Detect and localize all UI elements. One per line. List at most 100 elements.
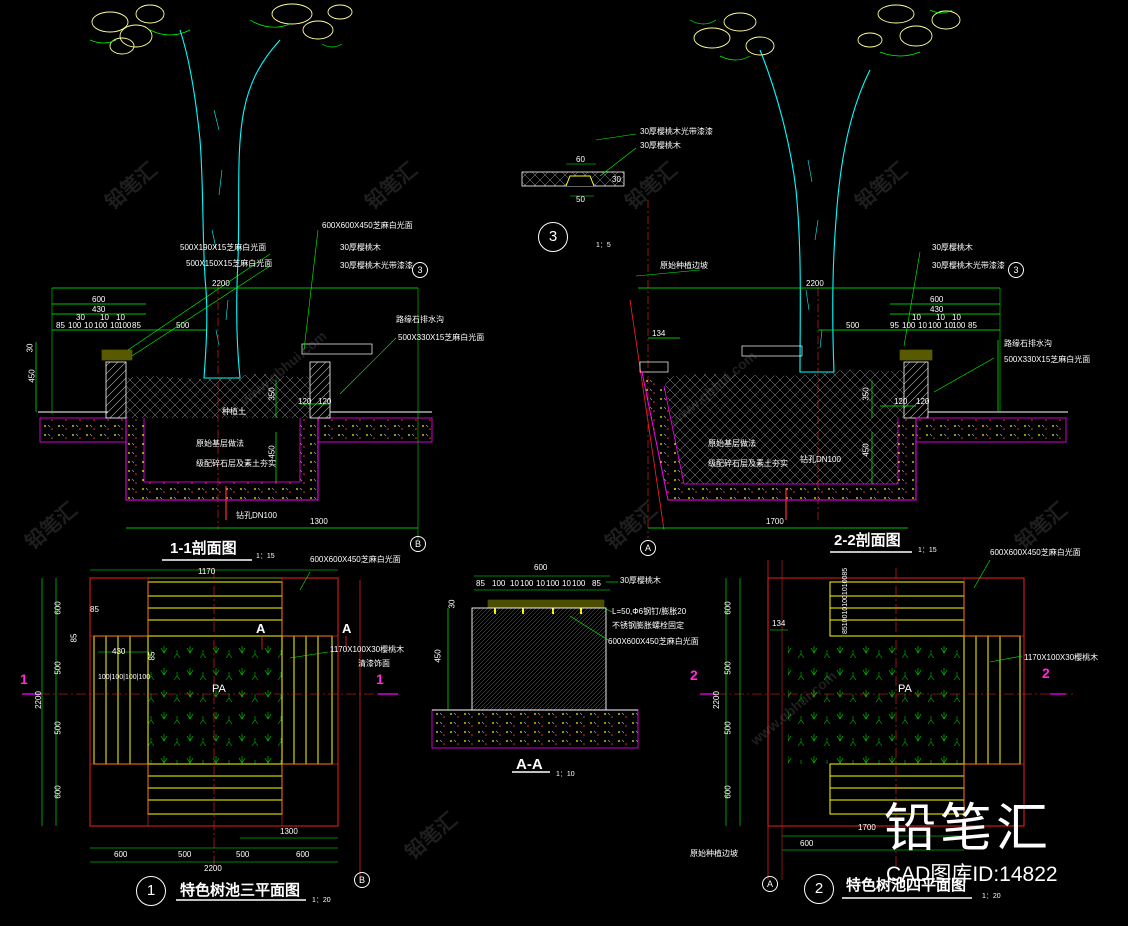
dim-row-1: 100 (68, 321, 82, 330)
brand-id: CAD图库ID:14822 (886, 863, 1058, 886)
dim-120: 120 (894, 397, 908, 406)
plan2-number: 2 (804, 874, 834, 904)
annotation-timber: 30厚樱桃木 (340, 243, 381, 252)
dim-row-2: 10 (84, 321, 93, 330)
dim-row-6: 85 (132, 321, 141, 330)
plan1-dim-bottom-total: 2200 (204, 864, 222, 873)
callout-marker: 3 (1008, 262, 1024, 278)
plan2-annotation-slope: 原始种植边坡 (690, 849, 738, 858)
annotation-finish: 30厚樱桃木光带漆漆 (340, 261, 413, 270)
dim-120b: 120 (318, 397, 332, 406)
plan1-dim-row: 100|100|100|100 (98, 674, 151, 681)
dim-row-top-0: 10 (912, 313, 921, 322)
plan2-dim-2200: 2200 (711, 691, 721, 709)
plan2-axis-marker: A (762, 876, 778, 892)
dim-450: 450 (861, 443, 871, 457)
dim-600: 600 (930, 295, 944, 304)
dim-600: 600 (92, 295, 106, 304)
dim-row-0: 95 (890, 321, 899, 330)
annotation-timber: 30厚樱桃木 (932, 243, 973, 252)
detail-3-number: 3 (538, 222, 568, 252)
dim-row-1: 100 (902, 321, 916, 330)
plan1-mark-a-right: A (342, 621, 352, 636)
aa-dim-30: 30 (447, 599, 457, 609)
dim-row-3: 100 (928, 321, 942, 330)
annotation-soil: 种植土 (222, 407, 246, 416)
aa-dim-row-6: 10 (562, 579, 571, 588)
detail-3-dim-top: 60 (576, 155, 585, 164)
plan1-dim-430: 430 (112, 647, 126, 656)
aa-dim-row-8: 85 (592, 579, 601, 588)
plan1-dim-bottom-2: 500 (236, 850, 250, 859)
section-1-1-drawing (35, 229, 433, 540)
dim-row-top-1: 10 (100, 313, 109, 322)
plan2-dim-1700: 1700 (858, 823, 876, 832)
aa-dim-row-5: 100 (546, 579, 560, 588)
tree-left (89, 3, 353, 379)
dim-row-4: 10 (110, 321, 119, 330)
detail-3-timber: 30厚樱桃木 (640, 141, 681, 150)
section-2-2-drawing (629, 200, 1068, 538)
brand-logo: 铅笔汇 (884, 800, 1053, 858)
aa-dim-row-7: 100 (572, 579, 586, 588)
dim-450b: 450 (267, 445, 277, 459)
plan-1-drawing (22, 568, 398, 880)
plan1-dim-500a: 500 (53, 661, 63, 675)
dim-row-5: 100 (118, 321, 132, 330)
plan1-axis-marker: B (354, 872, 370, 888)
dim-134: 134 (652, 329, 666, 338)
section-a-a-title: A-A (516, 756, 543, 773)
aa-annotation-fix: 不锈钢膨胀螺栓固定 (612, 621, 684, 630)
plan2-dim-600b: 600 (723, 785, 733, 799)
dim-350: 350 (267, 387, 277, 401)
plan2-dim-500b: 500 (723, 721, 733, 735)
plan2-scale: 1：20 (982, 893, 1001, 900)
annotation-paving-d: 500X330X15芝麻白光面 (398, 333, 485, 342)
detail-3-drawing (521, 133, 637, 197)
annotation-edge: 路缘石排水沟 (1004, 339, 1052, 348)
plan2-mark-sec-left: 2 (690, 667, 698, 683)
aa-dim-row-0: 85 (476, 579, 485, 588)
dim-350: 350 (861, 387, 871, 401)
plan1-annotation-paving: 600X600X450芝麻白光面 (310, 555, 401, 564)
aa-dim-600: 600 (534, 563, 548, 572)
plan2-mark-sec-right: 2 (1042, 665, 1050, 681)
plan1-dim-500b: 500 (53, 721, 63, 735)
plan2-dim-500a: 500 (723, 661, 733, 675)
detail-3-dim-side: 30 (612, 175, 621, 184)
plan2-title: 特色树池四平面图 (846, 877, 967, 894)
dim-430: 430 (930, 305, 944, 314)
plan2-annotation-paving: 600X600X450芝麻白光面 (990, 548, 1081, 557)
dim-total: 2200 (806, 279, 824, 288)
detail-3-finish: 30厚樱桃木光带漆漆 (640, 127, 713, 136)
tree-right (689, 4, 961, 373)
dim-row-4: 10 (944, 321, 953, 330)
section-2-2-title: 2-2剖面图 (834, 532, 901, 549)
aa-dim-row-1: 100 (492, 579, 506, 588)
dim-450: 450 (27, 369, 37, 383)
dim-500: 500 (176, 321, 190, 330)
plan1-mark-a-left: A (256, 621, 266, 636)
dim-row-2: 10 (918, 321, 927, 330)
plan2-dim-600a: 600 (723, 601, 733, 615)
dim-row-top-0: 30 (76, 313, 85, 322)
plan1-dim-600b: 600 (53, 785, 63, 799)
plan1-dim-bottom-0: 600 (114, 850, 128, 859)
annotation-drain: 钻孔DN100 (236, 511, 277, 520)
aa-annotation-paving: 600X600X450芝麻白光面 (608, 637, 699, 646)
section-a-a-drawing (431, 575, 639, 749)
annotation-edge: 路缘石排水沟 (396, 315, 444, 324)
plan2-dim-stack: 85100101001010085 (842, 567, 849, 634)
dim-1300: 1300 (310, 517, 328, 526)
annotation-paving-a: 500X190X15芝麻白光面 (180, 243, 267, 252)
detail-3-scale: 1：5 (596, 242, 611, 249)
annotation-finish: 30厚樱桃木光带漆漆 (932, 261, 1005, 270)
dim-120: 120 (298, 397, 312, 406)
dim-row-top-1: 10 (936, 313, 945, 322)
plan2-dim-600: 600 (800, 839, 814, 848)
dim-row-6: 85 (968, 321, 977, 330)
annotation-slope: 原始种植边坡 (660, 261, 708, 270)
plan1-annotation-board2: 清漆饰面 (358, 659, 390, 668)
dim-row-5: 100 (952, 321, 966, 330)
